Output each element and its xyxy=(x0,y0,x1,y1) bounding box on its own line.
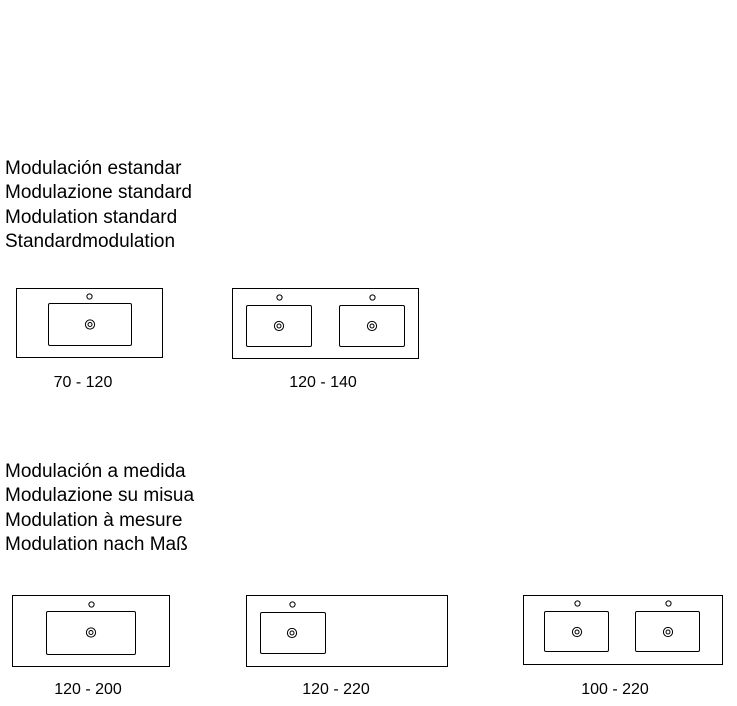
drain-outer xyxy=(286,627,298,639)
drain-inner xyxy=(88,630,94,635)
countertop-outline xyxy=(16,288,163,358)
drain-outer xyxy=(84,319,96,330)
drain-inner xyxy=(87,322,93,327)
single-basin-top-diagram xyxy=(12,595,170,667)
countertop-outline xyxy=(232,288,419,359)
heading-german: Standardmodulation xyxy=(5,230,176,252)
basin-outline xyxy=(260,612,326,654)
heading-german: Modulation nach Maß xyxy=(5,533,188,555)
faucet-hole xyxy=(289,601,296,608)
heading-spanish: Modulación a medida xyxy=(5,461,186,482)
faucet-hole xyxy=(276,294,283,301)
faucet-hole xyxy=(574,600,581,607)
basin-outline xyxy=(48,303,132,346)
basin-outline xyxy=(544,611,609,652)
size-range-label: 120 - 140 xyxy=(289,374,357,391)
drain-inner xyxy=(574,629,580,635)
basin-outline xyxy=(339,305,405,347)
heading-italian: Modulazione su misua xyxy=(5,485,195,507)
basin-outline xyxy=(246,305,312,347)
heading-french: Modulation standard xyxy=(5,206,178,228)
single-basin-top-diagram xyxy=(16,288,163,358)
heading-spanish: Modulación estandar xyxy=(5,158,182,179)
size-range-label: 120 - 220 xyxy=(302,681,370,698)
size-range-label: 100 - 220 xyxy=(581,681,649,698)
drain-outer xyxy=(662,626,674,638)
countertop-outline xyxy=(523,595,723,665)
basin-outline xyxy=(46,611,136,655)
double-basin-top-diagram xyxy=(523,595,723,665)
countertop-outline xyxy=(12,595,170,667)
heading-french: Modulation à mesure xyxy=(5,509,183,531)
faucet-hole xyxy=(86,293,93,300)
drain-inner xyxy=(665,629,671,635)
drain-inner xyxy=(276,323,282,329)
faucet-hole xyxy=(369,294,376,301)
drain-outer xyxy=(366,320,378,332)
heading-italian: Modulazione standard xyxy=(5,182,192,204)
offset-basin-top-diagram xyxy=(246,595,448,667)
drain-inner xyxy=(289,630,295,636)
drain-outer xyxy=(85,627,97,638)
drain-outer xyxy=(571,626,583,638)
custom-modulation-heading: Modulación a medida Modulazione su misua… xyxy=(5,460,194,557)
drain-inner xyxy=(369,323,375,329)
standard-modulation-heading: Modulación estandar Modulazione standard… xyxy=(5,157,192,254)
size-range-label: 120 - 200 xyxy=(54,681,122,698)
basin-outline xyxy=(635,611,700,652)
countertop-outline xyxy=(246,595,448,667)
drain-outer xyxy=(273,320,285,332)
faucet-hole xyxy=(88,601,95,608)
double-basin-top-diagram xyxy=(232,288,419,359)
faucet-hole xyxy=(665,600,672,607)
size-range-label: 70 - 120 xyxy=(53,374,113,391)
